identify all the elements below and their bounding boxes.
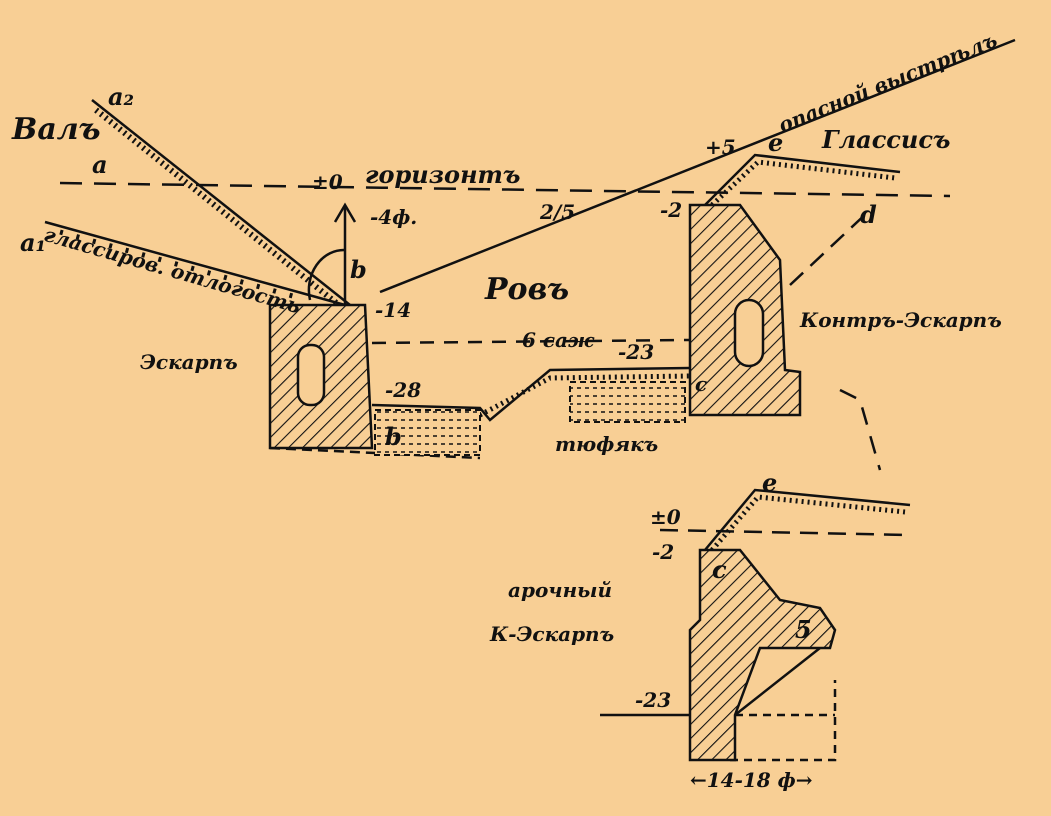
tyufyak-block (569, 381, 686, 423)
inset-arched-counterscarp (600, 488, 911, 762)
label-a2: a₂ (108, 82, 135, 111)
label-minus23: -23 (618, 340, 655, 364)
label-minus4: -4ф. (370, 205, 418, 229)
label-b-lower: b (385, 422, 402, 451)
inset-label-minus2: -2 (652, 540, 675, 564)
label-val: Валъ (12, 112, 101, 147)
label-e: e (768, 128, 784, 157)
rampart-slope-a2 (91, 99, 351, 306)
inset-label-zero: ±0 (650, 505, 681, 529)
label-tyufyak: тюфякъ (555, 432, 659, 456)
label-ratio: 2/5 (540, 200, 576, 224)
label-zero: ±0 (312, 170, 343, 194)
label-plus5: +5 (705, 135, 736, 159)
label-escarp: Эскарпъ (140, 350, 238, 374)
inset-label-e: e (762, 468, 778, 497)
label-horizon: горизонтъ (365, 160, 521, 189)
label-c: c (695, 372, 708, 396)
label-minus28: -28 (385, 378, 422, 402)
label-a1: a₁ (20, 228, 47, 257)
inset-label-minus23: -23 (635, 688, 672, 712)
label-rov: Ровъ (485, 272, 570, 307)
label-width: 6 саж (522, 328, 595, 352)
inset-label-c: c (712, 555, 727, 584)
danger-shot-line (379, 38, 1016, 294)
inset-label-k-escarp: К-Эскарпъ (490, 622, 615, 646)
inset-label-span: ←14-18 ф→ (690, 768, 813, 792)
label-d: d (860, 200, 877, 229)
label-minus14: -14 (375, 298, 412, 322)
label-a: a (92, 150, 108, 179)
horizon-line (59, 181, 951, 198)
inset-label-five: 5 (795, 615, 812, 644)
inset-label-arched: арочный (508, 578, 613, 602)
glacis-slope-line (44, 220, 346, 307)
glacis-profile (704, 153, 901, 206)
ditch-profile (371, 366, 691, 422)
label-glacis: Глассисъ (822, 125, 951, 154)
label-counterscarp: Контръ-Эскарпъ (800, 308, 1002, 332)
label-minus2: -2 (660, 198, 683, 222)
label-b-upper: b (350, 255, 367, 284)
